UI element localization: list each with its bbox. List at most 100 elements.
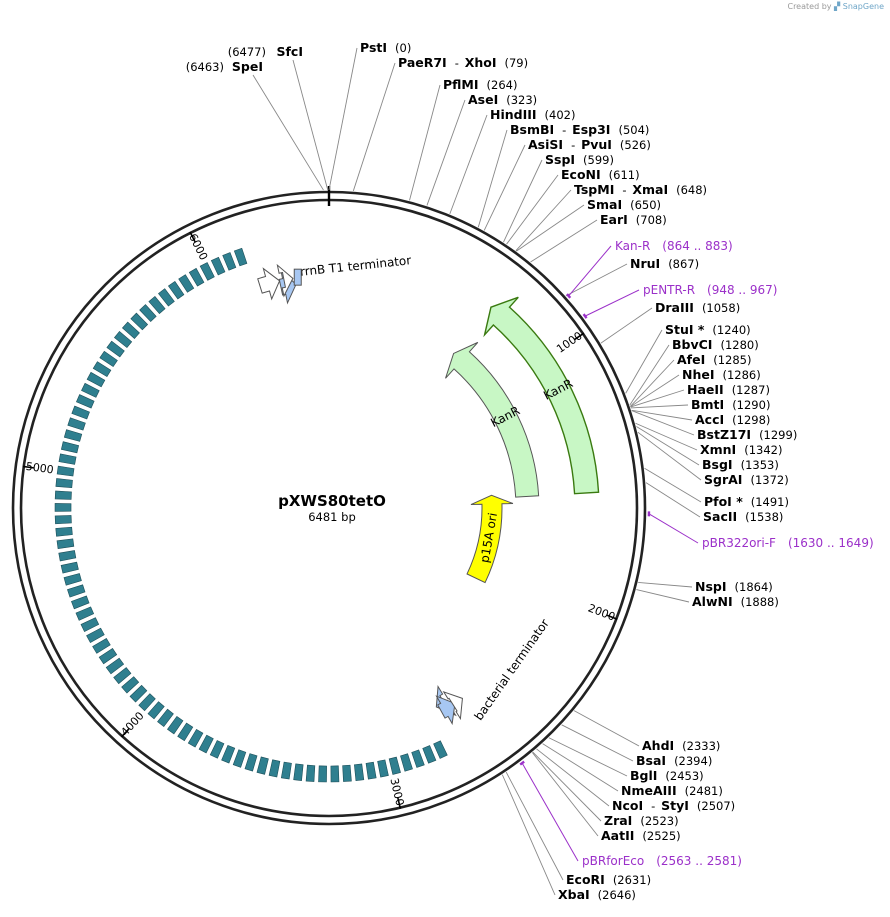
enzyme-site[interactable]: SspI(599) <box>503 152 614 243</box>
tick-label: 4000 <box>118 709 146 738</box>
enzyme-site[interactable]: BmtI(1290) <box>630 397 771 412</box>
enzyme-site[interactable]: AseI(323) <box>426 92 537 206</box>
primer-mark <box>582 313 588 319</box>
enzyme-site[interactable]: ZraI(2523) <box>532 751 679 828</box>
primer-pbrforeco[interactable]: pBRforEco(2563 .. 2581) <box>519 760 742 868</box>
primer-leader-line <box>648 513 699 544</box>
repeat-block <box>98 648 118 665</box>
enzyme-site[interactable]: HindIII(402) <box>449 107 576 215</box>
enzyme-site[interactable]: PaeR7I-XhoI(79) <box>352 55 528 192</box>
enzyme-position: (2507) <box>697 799 735 813</box>
enzyme-leader-line <box>630 374 680 408</box>
primer-pbr322ori-f[interactable]: pBR322ori-F(1630 .. 1649) <box>647 511 874 550</box>
enzyme-site[interactable]: NheI(1286) <box>630 367 761 408</box>
repeat-block <box>54 515 72 525</box>
enzyme-site[interactable]: BbvCI(1280) <box>629 337 759 406</box>
tick-label: 5000 <box>25 460 54 477</box>
enzyme-site[interactable]: SpeI(6463) <box>186 59 324 191</box>
enzyme-site[interactable]: AfeI(1285) <box>630 352 752 407</box>
enzyme-position: (1888) <box>741 595 779 609</box>
repeat-block <box>105 657 125 675</box>
enzyme-position: (1342) <box>744 443 782 457</box>
feature-kanr[interactable]: KanR <box>445 341 540 498</box>
enzyme-position: (611) <box>609 168 640 182</box>
primer-pentr-r[interactable]: pENTR-R(948 .. 967) <box>582 283 778 319</box>
enzyme-name-2: XmaI <box>632 182 668 197</box>
enzyme-leader-line <box>516 204 585 252</box>
enzyme-site[interactable]: BstZ17I(1299) <box>631 410 798 442</box>
feature-p15a-ori[interactable]: p15A ori <box>466 494 514 584</box>
primer-kan-r[interactable]: Kan-R(864 .. 883) <box>566 239 733 299</box>
tick-label: 3000 <box>387 777 406 807</box>
enzyme-position: (264) <box>487 78 518 92</box>
enzyme-site[interactable]: EarI (708) <box>530 212 667 263</box>
tick-mark <box>189 231 196 243</box>
enzyme-site[interactable]: NruI(867) <box>565 256 699 297</box>
enzyme-site[interactable]: SmaI(650) <box>516 197 661 252</box>
enzyme-name: NspI <box>695 579 727 594</box>
repeat-block <box>268 759 281 778</box>
credit-prefix: Created by <box>787 2 832 11</box>
enzyme-site[interactable]: AccI(1298) <box>631 409 771 427</box>
enzyme-site[interactable]: AsiSI-PvuI(526) <box>483 137 651 231</box>
repeat-block <box>86 371 106 388</box>
enzyme-name-2: PvuI <box>581 137 612 152</box>
feature-kanr[interactable]: KanR <box>483 296 600 495</box>
enzyme-position: (1287) <box>732 383 770 397</box>
enzyme-site[interactable]: NspI(1864) <box>638 579 773 594</box>
enzyme-leader-line <box>426 99 466 206</box>
enzyme-site[interactable]: DraIII(1058) <box>600 300 740 344</box>
enzyme-site[interactable]: BsaI(2394) <box>561 724 713 768</box>
enzyme-site[interactable]: PflMI (264) <box>409 77 518 201</box>
enzyme-position: (708) <box>636 213 667 227</box>
enzyme-name: XbaI <box>558 887 590 902</box>
enzyme-site[interactable]: HaeII(1287) <box>630 382 770 408</box>
enzyme-site[interactable]: PfoI *(1491) <box>644 467 789 509</box>
enzyme-position: (2333) <box>682 739 720 753</box>
repeat-block <box>400 753 413 772</box>
enzyme-position: (1285) <box>713 353 751 367</box>
enzyme-sites: PstI(0)PaeR7I-XhoI(79)PflMI (264)AseI(323… <box>186 40 798 902</box>
enzyme-name: PflMI <box>443 77 479 92</box>
repeat-block <box>63 573 82 586</box>
enzyme-site[interactable]: AlwNI(1888) <box>636 589 779 609</box>
enzyme-site[interactable]: BsmBI-Esp3I(504) <box>477 122 649 228</box>
repeat-block <box>147 701 165 720</box>
enzyme-position: (2631) <box>613 873 651 887</box>
enzyme-name: PstI <box>360 40 387 55</box>
enzyme-site[interactable]: TspMI-XmaI(648) <box>515 182 707 252</box>
enzyme-position: (1299) <box>759 428 797 442</box>
repeat-block <box>256 756 269 775</box>
enzyme-name: EarI <box>600 212 628 227</box>
enzyme-site[interactable]: EcoRI(2631) <box>505 771 651 887</box>
enzyme-site[interactable]: BglI(2453) <box>548 737 704 783</box>
repeat-blocks <box>54 247 448 783</box>
enzyme-site[interactable]: BsgI(1353) <box>636 426 779 472</box>
enzyme-site[interactable]: XmnI(1342) <box>635 422 782 457</box>
enzyme-position: (1298) <box>732 413 770 427</box>
enzyme-site[interactable]: AhdI(2333) <box>573 710 720 753</box>
enzyme-site[interactable]: SfcI(6477) <box>228 44 329 191</box>
enzyme-site[interactable]: SacII(1538) <box>645 482 783 524</box>
repeat-block <box>121 676 140 694</box>
enzyme-name: PaeR7I <box>398 55 447 70</box>
enzyme-leader-line <box>515 189 572 252</box>
primer-leader-line <box>568 245 612 297</box>
tick-mark <box>606 614 618 620</box>
enzyme-site[interactable]: PstI(0) <box>328 40 411 191</box>
enzyme-name-2: XhoI <box>465 55 497 70</box>
enzyme-site[interactable]: AatII(2525) <box>531 752 681 843</box>
repeat-block <box>318 765 327 783</box>
enzyme-site[interactable]: NmeAIII(2481) <box>542 743 723 798</box>
repeat-block <box>55 478 73 489</box>
enzyme-site[interactable]: SgrAI(1372) <box>637 431 789 487</box>
enzyme-site[interactable]: NcoI-StyI(2507) <box>536 748 736 813</box>
enzyme-site[interactable]: StuI *(1240) <box>625 322 751 394</box>
enzyme-site[interactable]: XbaI(2646) <box>501 774 636 902</box>
repeat-block <box>113 667 132 685</box>
repeat-block <box>365 761 377 780</box>
enzyme-name: PfoI * <box>704 494 743 509</box>
enzyme-site[interactable]: EcoNI(611) <box>506 167 640 245</box>
enzyme-leader-line <box>631 410 695 436</box>
repeat-block <box>167 281 185 300</box>
